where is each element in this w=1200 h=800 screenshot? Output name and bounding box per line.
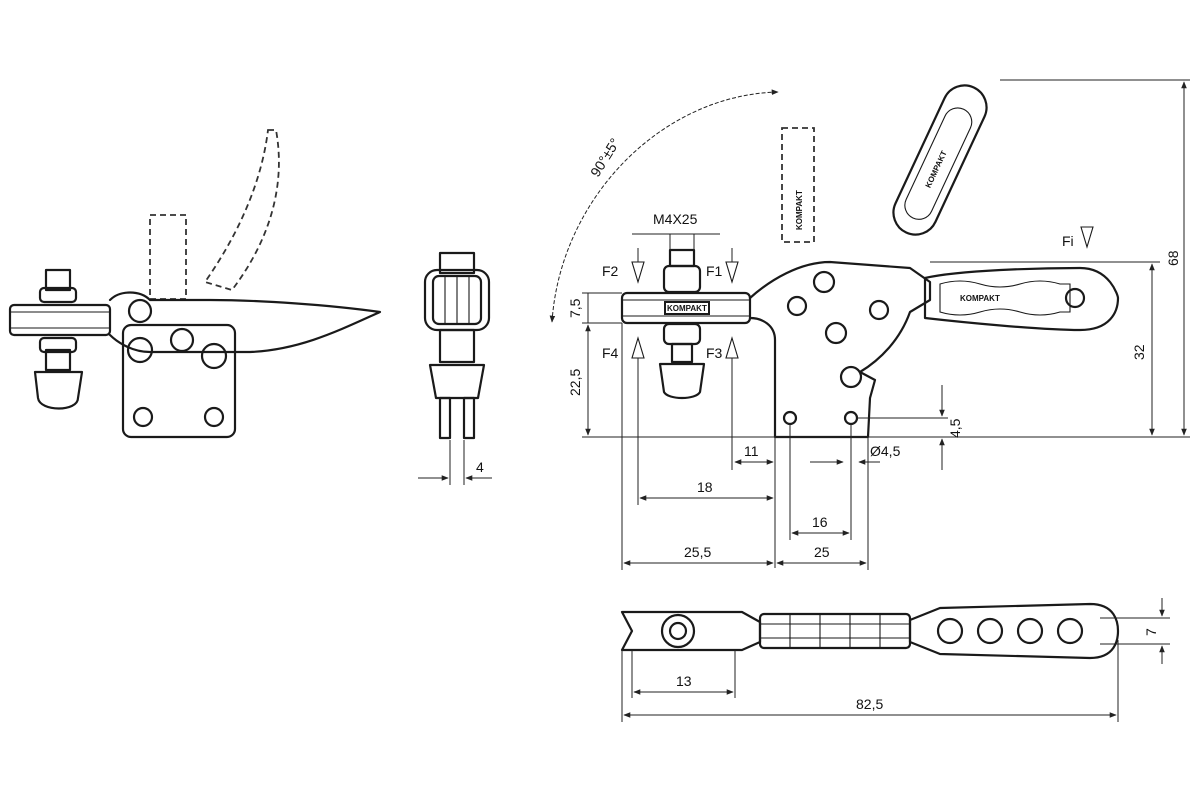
- dim-thread: M4X25: [653, 211, 698, 227]
- handle-grip: [923, 266, 1120, 332]
- top-view: 13 82,5 7: [620, 598, 1170, 722]
- grip-brand-label: KOMPAKT: [960, 294, 1000, 303]
- lever-body: [748, 260, 932, 439]
- dim-82-5: 82,5: [856, 696, 883, 712]
- top-lever: [758, 612, 912, 650]
- dim-11: 11: [744, 443, 759, 459]
- dim-68: 68: [1165, 250, 1181, 266]
- top-arm: [620, 610, 762, 652]
- dim-7-5: 7,5: [567, 298, 583, 318]
- force-f2: F2: [602, 263, 619, 279]
- dashed-handle-open: [203, 129, 280, 292]
- force-f4: F4: [602, 345, 619, 361]
- left-side-view: [8, 129, 382, 439]
- force-fi: Fi: [1062, 233, 1074, 249]
- arm-open-position: [781, 127, 815, 243]
- dim-25-5: 25,5: [684, 544, 711, 560]
- force-f1: F1: [706, 263, 723, 279]
- arm-brand-label: KOMPAKT: [795, 190, 804, 230]
- dim-32: 32: [1131, 344, 1147, 360]
- dashed-spindle-open: [149, 214, 187, 300]
- handle-open-position: KOMPAKT: [892, 84, 988, 236]
- dim-hole-4-5: 4,5: [947, 418, 963, 438]
- main-pressure-pad: [658, 362, 706, 400]
- dim-angle: 90°±5°: [587, 135, 623, 179]
- clamp-arm: [8, 303, 112, 337]
- dim-25: 25: [814, 544, 830, 560]
- force-f3: F3: [706, 345, 723, 361]
- pressure-pad: [33, 370, 84, 410]
- dim-7: 7: [1143, 628, 1159, 636]
- dim-hole-diameter: Ø4,5: [870, 443, 901, 459]
- dim-16: 16: [812, 514, 828, 530]
- spindle-nut-top: [44, 268, 72, 292]
- dim-jaw-width: 4: [476, 459, 484, 475]
- front-view: 4: [418, 251, 492, 485]
- bar-brand-label: KOMPAKT: [667, 304, 707, 313]
- main-side-view: 90°±5° KOMPAKT KOMPAKT KOMPAKT: [549, 79, 1190, 570]
- front-pressure-pad: [428, 363, 486, 400]
- front-spindle-top: [438, 251, 476, 275]
- dim-22-5: 22,5: [567, 369, 583, 396]
- top-grip: [908, 602, 1120, 660]
- lever-handle: [108, 291, 382, 354]
- dim-18: 18: [697, 479, 713, 495]
- dim-13: 13: [676, 673, 692, 689]
- base-plate: [121, 323, 237, 439]
